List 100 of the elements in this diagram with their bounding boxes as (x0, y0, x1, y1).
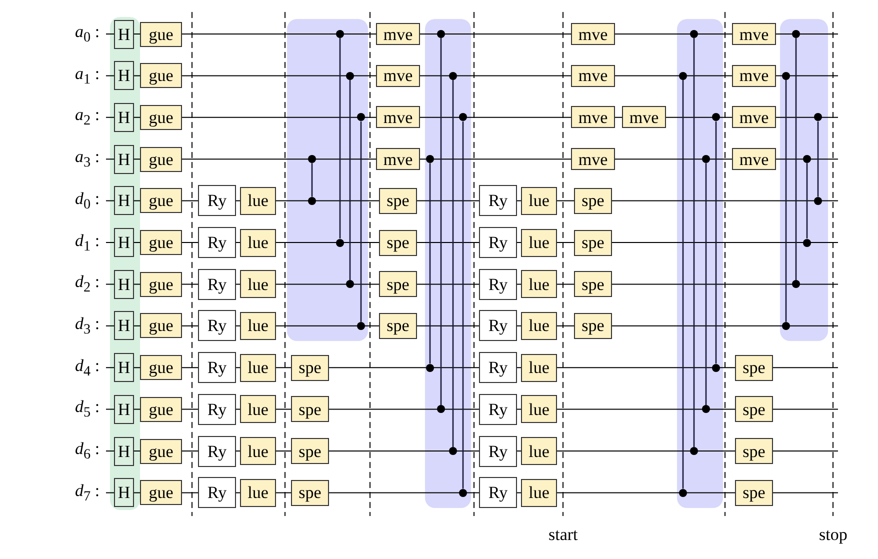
quantum-gate: gue (140, 63, 182, 88)
control-dot (357, 322, 365, 330)
control-dot (437, 405, 445, 414)
quantum-gate: Ry (479, 436, 517, 466)
controlled-z-line (806, 163, 808, 238)
quantum-gate: H (114, 270, 134, 299)
quantum-gate: spe (291, 396, 329, 422)
control-dot (459, 488, 467, 497)
quantum-gate: mve (376, 64, 420, 87)
control-dot (426, 155, 434, 164)
quantum-gate: mve (376, 148, 420, 170)
controlled-z-line (339, 38, 341, 238)
control-dot (782, 322, 790, 330)
quantum-gate: spe (574, 188, 612, 214)
quantum-gate: spe (574, 271, 612, 298)
wire-label: d$_{2}$ : (75, 272, 100, 297)
quantum-gate: lue (240, 478, 276, 507)
control-dot (712, 113, 720, 122)
control-dot (449, 72, 457, 80)
control-dot (792, 30, 800, 38)
quantum-gate: lue (240, 270, 276, 298)
control-dot (679, 72, 687, 80)
wire-label: d$_{5}$ : (75, 397, 100, 422)
wire-label: d$_{7}$ : (75, 480, 100, 506)
quantum-gate: lue (240, 437, 276, 465)
control-dot (814, 113, 822, 122)
quantum-gate: spe (574, 312, 612, 339)
quantum-gate: lue (521, 354, 557, 382)
controlled-z-line (785, 80, 787, 322)
quantum-gate: spe (735, 480, 773, 506)
quantum-gate: Ry (479, 394, 517, 425)
quantum-gate: H (114, 311, 134, 340)
quantum-gate: Ry (479, 477, 517, 508)
quantum-gate: gue (140, 355, 182, 380)
quantum-gate: mve (732, 64, 776, 87)
highlight-band (425, 19, 471, 508)
control-dot (690, 447, 698, 455)
quantum-gate: spe (379, 188, 417, 214)
quantum-gate: spe (379, 271, 417, 298)
highlight-band (677, 19, 723, 508)
quantum-gate: H (114, 20, 134, 48)
quantum-gate: lue (521, 228, 557, 256)
quantum-gate: spe (735, 438, 773, 464)
wire-label: a$_{3}$ : (75, 147, 100, 172)
quantum-gate: lue (240, 228, 276, 256)
controlled-z-line (462, 121, 464, 489)
quantum-gate: lue (240, 395, 276, 424)
control-dot (803, 238, 811, 246)
quantum-gate: Ry (198, 185, 236, 216)
quantum-gate: spe (291, 438, 329, 464)
wire-label: d$_{6}$ : (75, 439, 100, 464)
quantum-gate: H (114, 436, 134, 466)
controlled-z-line (705, 163, 707, 406)
quantum-gate: mve (622, 106, 666, 128)
quantum-gate: H (114, 102, 134, 132)
quantum-gate: lue (521, 186, 557, 215)
control-dot (449, 447, 457, 455)
quantum-gate: spe (379, 312, 417, 339)
quantum-gate: Ry (479, 227, 517, 258)
quantum-gate: gue (140, 438, 182, 464)
controlled-z-line (715, 121, 717, 364)
quantum-gate: mve (376, 106, 420, 128)
quantum-gate: H (114, 144, 134, 174)
quantum-gate: spe (574, 230, 612, 256)
barrier-label: start (548, 525, 578, 545)
quantum-gate: spe (735, 354, 773, 381)
quantum-gate: mve (732, 148, 776, 170)
control-dot (336, 238, 344, 246)
quantum-gate: mve (571, 148, 615, 170)
quantum-gate: gue (140, 146, 182, 172)
control-dot (702, 405, 710, 414)
wire-label: d$_{1}$ : (75, 230, 100, 255)
quantum-gate: spe (291, 480, 329, 506)
quantum-gate: Ry (198, 310, 236, 342)
quantum-gate: H (114, 478, 134, 508)
quantum-gate: gue (140, 230, 182, 255)
quantum-gate: lue (521, 395, 557, 424)
controlled-z-line (682, 80, 684, 489)
controlled-z-line (429, 163, 431, 364)
quantum-gate: H (114, 394, 134, 424)
control-dot (459, 113, 467, 122)
quantum-gate: gue (140, 22, 182, 46)
wire-label: d$_{4}$ : (75, 356, 100, 380)
controlled-z-line (817, 121, 819, 197)
quantum-gate: Ry (198, 352, 236, 384)
quantum-gate: gue (140, 272, 182, 297)
quantum-gate: Ry (479, 185, 517, 216)
control-dot (814, 196, 822, 205)
controlled-z-line (311, 163, 313, 197)
quantum-gate: H (114, 61, 134, 90)
quantum-gate: H (114, 353, 134, 382)
quantum-gate: lue (521, 312, 557, 340)
controlled-z-line (360, 121, 362, 322)
wire-label: d$_{3}$ : (75, 314, 100, 338)
quantum-gate: gue (140, 188, 182, 214)
highlight-band (780, 19, 828, 341)
control-dot (792, 280, 800, 288)
control-dot (690, 30, 698, 38)
quantum-gate: H (114, 228, 134, 257)
quantum-gate: spe (735, 396, 773, 422)
